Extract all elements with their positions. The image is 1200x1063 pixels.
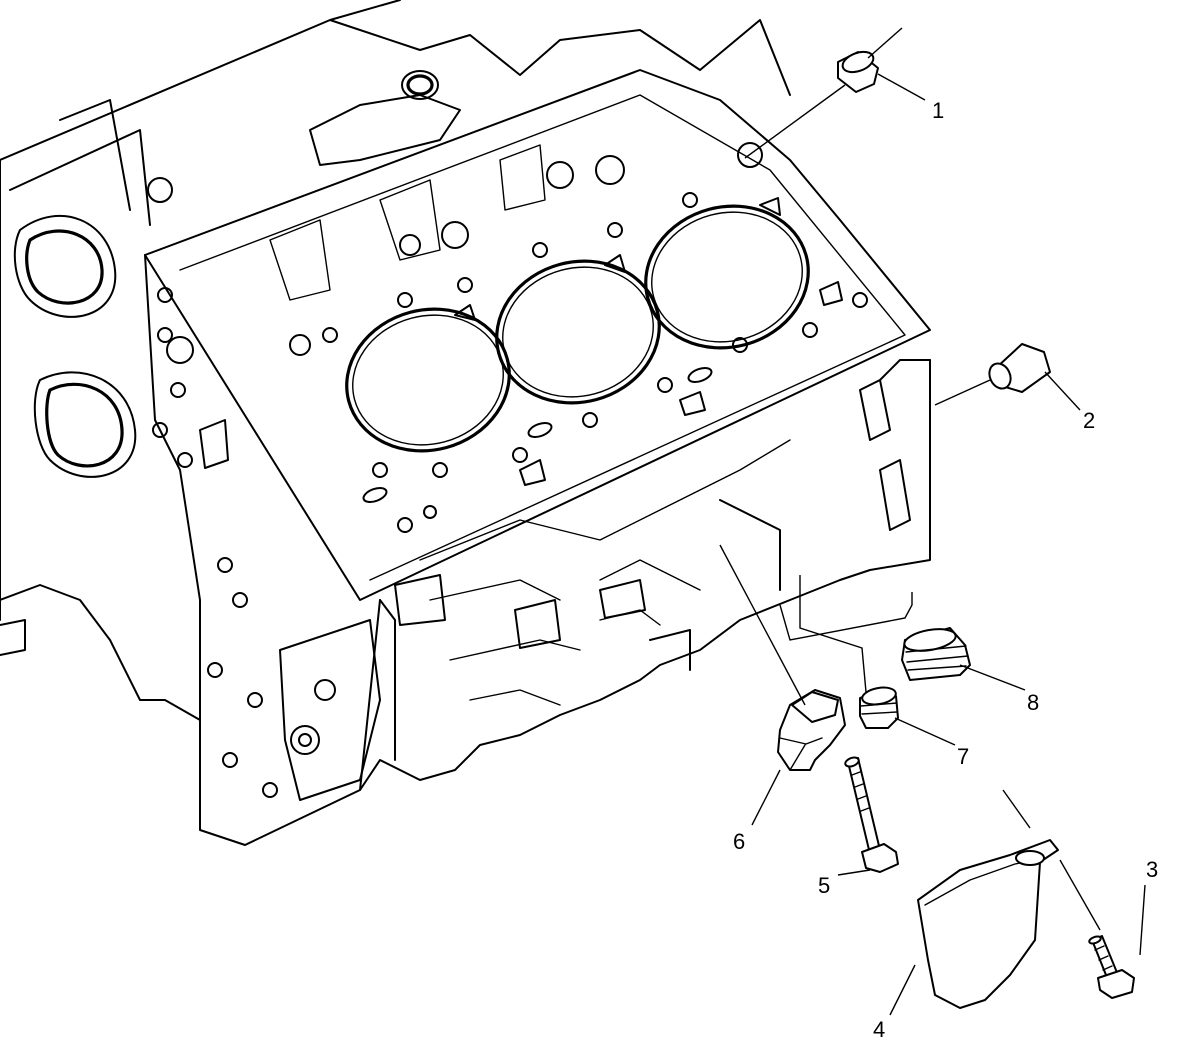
block-top-rail [0,0,791,161]
filter-cover [917,839,1059,1009]
block-deck-face [144,69,931,601]
callout-5: 5 [818,873,830,898]
cylinder-bore-3 [644,204,810,350]
deck-holes [322,192,868,533]
callout-labels: 1 2 3 4 5 6 7 8 [733,98,1158,1042]
small-plug [859,686,899,729]
callout-4: 4 [873,1017,885,1042]
dowel-pin [744,27,903,159]
callout-7: 7 [957,744,969,769]
knock-sensor [777,689,846,771]
front-face-holes [152,287,278,798]
callout-8: 8 [1027,690,1039,715]
block-rear-wall [859,359,931,531]
cylinder-bores [345,204,810,453]
block-left-bank [0,99,151,621]
large-plug [901,627,971,681]
callout-1: 1 [932,98,944,123]
sensor-bolt [844,756,899,873]
coolant-plug [934,343,1051,406]
block-front-face [144,254,381,846]
callout-6: 6 [733,829,745,854]
engine-block [0,0,931,846]
cylinder-bore-2 [495,259,661,405]
cylinder-bore-1 [345,307,511,453]
block-lower-wall [359,359,931,791]
cover-bolt [1088,935,1135,999]
callout-3: 3 [1146,857,1158,882]
leader-lines [719,73,1146,1016]
callout-2: 2 [1083,408,1095,433]
